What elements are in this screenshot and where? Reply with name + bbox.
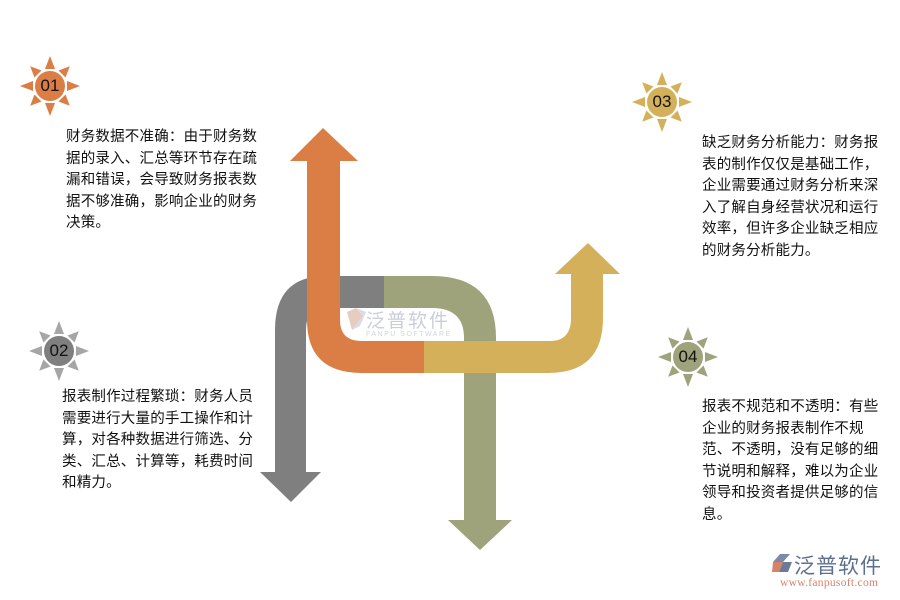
fanpu-logo-icon — [772, 554, 792, 572]
watermark-cn: 泛普软件 — [366, 310, 451, 332]
item-03-description: 缺乏财务分析能力：财务报表的制作仅仅是基础工作，企业需要通过财务分析来深入了解自… — [702, 135, 879, 259]
watermark-en: FANPU SOFTWARE — [366, 331, 452, 338]
watermark-logo-icon — [347, 308, 366, 330]
sun-icon — [29, 321, 89, 381]
gray-arrow-down — [260, 276, 384, 502]
badge-04: 04 — [656, 325, 720, 389]
gold-arrow-up — [424, 243, 620, 373]
badge-number: 03 — [652, 92, 672, 111]
sun-icon — [20, 56, 80, 116]
badge-number: 01 — [40, 76, 60, 95]
badge-03: 03 — [630, 70, 694, 134]
orange-arrow-up — [290, 128, 424, 373]
badge-number: 04 — [678, 347, 698, 366]
center-watermark: 泛普软件 FANPU SOFTWARE — [340, 306, 460, 338]
logo-url-text: www.fanpusoft.com — [780, 577, 879, 589]
badge-02: 02 — [27, 319, 91, 383]
logo-cn-text: 泛普软件 — [794, 554, 882, 578]
olive-arrow-down — [384, 276, 512, 550]
item-04-description: 报表不规范和不透明：有些企业的财务报表制作不规范、不透明，没有足够的细节说明和解… — [702, 399, 879, 523]
sun-icon — [658, 327, 718, 387]
sun-icon — [632, 72, 692, 132]
brand-logo: 泛普软件 www.fanpusoft.com — [768, 550, 898, 596]
badge-number: 02 — [49, 341, 69, 360]
item-02-description: 报表制作过程繁琐：财务人员需要进行大量的手工操作和计算，对各种数据进行筛选、分类… — [62, 389, 254, 491]
badge-01: 01 — [18, 54, 82, 118]
item-01-description: 财务数据不准确：由于财务数据的录入、汇总等环节存在疏漏和错误，会导致财务报表数据… — [66, 129, 258, 231]
